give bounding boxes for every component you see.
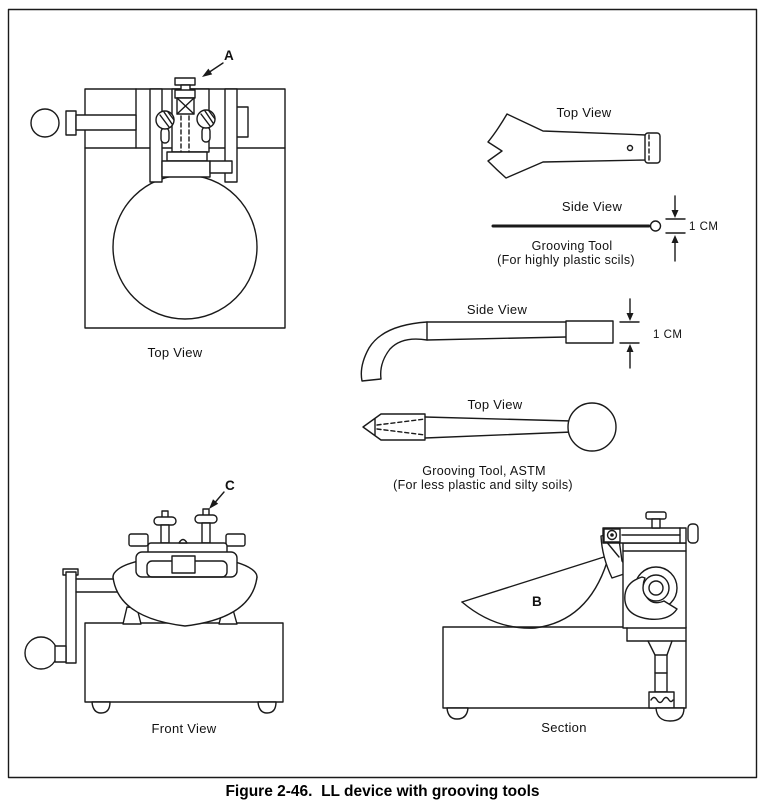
figure-frame bbox=[7, 8, 758, 779]
tool-astm-side-view-label: Side View bbox=[467, 302, 528, 317]
tool-astm-caption-2: (For less plastic and silty soils) bbox=[393, 478, 573, 492]
device-top-view-label: Top View bbox=[148, 345, 203, 360]
tool-astm-tip bbox=[362, 413, 426, 441]
callout-b-label: B bbox=[532, 594, 542, 609]
tool-astm-handle-ball bbox=[567, 402, 617, 452]
crank-knob bbox=[30, 108, 60, 138]
tool-plastic-dimension: 1 CM bbox=[689, 221, 718, 233]
tool-plastic-caption-1: Grooving Tool bbox=[532, 239, 613, 253]
device-front-view-label: Front View bbox=[152, 721, 217, 736]
tool-plastic-caption-2: (For highly plastic scils) bbox=[497, 253, 635, 267]
callout-a-label: A bbox=[224, 48, 234, 63]
figure-caption: Figure 2-46. LL device with grooving too… bbox=[225, 783, 540, 800]
device-front-view: C Front View bbox=[24, 478, 284, 736]
device-top-view: A Top View bbox=[30, 48, 286, 360]
tool-plastic-hole bbox=[626, 144, 634, 152]
section-base bbox=[442, 626, 687, 709]
wing-screw-left bbox=[153, 516, 177, 526]
device-section-view: B Section bbox=[442, 511, 699, 735]
grooving-tool-plastic: Top View Side View 1 CM Grooving Tool (F… bbox=[487, 105, 718, 267]
tool-astm-top-view-label: Top View bbox=[468, 397, 523, 412]
callout-c-label: C bbox=[225, 478, 235, 493]
tool-plastic-top-view-label: Top View bbox=[557, 105, 612, 120]
tool-plastic-blade bbox=[487, 113, 647, 179]
wing-screw-right bbox=[194, 514, 218, 524]
cup-top-view bbox=[112, 174, 258, 320]
tool-astm-caption-1: Grooving Tool, ASTM bbox=[422, 464, 546, 478]
crank-shaft bbox=[75, 114, 137, 131]
crank-handle-knob bbox=[24, 636, 58, 670]
crank-arm bbox=[65, 571, 77, 664]
grooving-tool-astm: Side View 1 CM Top View Grooving Tool, A… bbox=[360, 298, 682, 492]
tool-astm-dimension: 1 CM bbox=[653, 329, 682, 341]
section-knob bbox=[645, 511, 667, 520]
device-section-label: Section bbox=[541, 720, 586, 735]
cup-section bbox=[461, 561, 608, 629]
front-base bbox=[84, 622, 284, 703]
tool-astm-hook bbox=[360, 321, 428, 382]
adjustment-knob bbox=[174, 77, 196, 86]
tool-plastic-side-view-label: Side View bbox=[562, 199, 623, 214]
tool-astm-blade-side bbox=[565, 320, 614, 344]
